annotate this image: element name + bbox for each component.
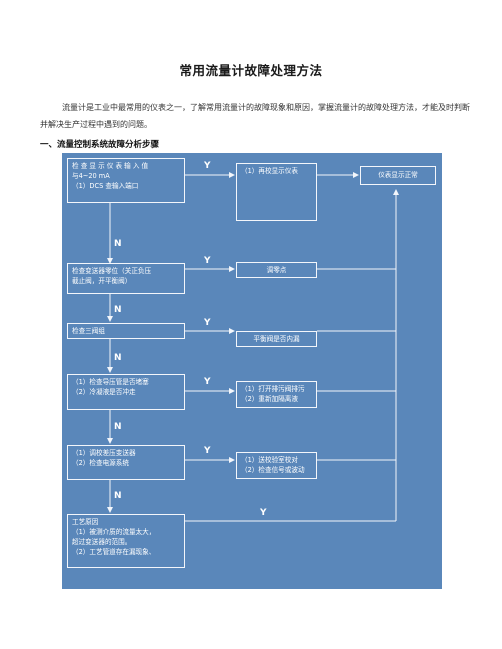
box-line: （2）工艺管道存在漏现象、 bbox=[72, 548, 156, 556]
box-line: （1）再校显示仪表 bbox=[241, 167, 298, 175]
left-box-3: 检查三阀组 bbox=[67, 323, 185, 339]
no-label: N bbox=[114, 491, 122, 501]
box-line: （1）送校验室校对 bbox=[241, 456, 298, 464]
box-line: 工艺原因 bbox=[72, 518, 99, 526]
box-line: 与4~20 mA bbox=[72, 172, 110, 180]
yes-label: Y bbox=[204, 161, 211, 171]
box-line: （1）打开排污阀排污 bbox=[241, 385, 305, 393]
no-label: N bbox=[114, 305, 122, 315]
left-box-6: 工艺原因 （1）被测介质的流量太大， 超过变送器的范围。 （2）工艺管道存在漏现… bbox=[67, 514, 185, 568]
box-line: 检 查 显 示 仪 表 输 入 值 bbox=[72, 162, 149, 170]
box-line: 检查变送器零位（关正负压 bbox=[72, 267, 152, 275]
box-line: 超过变送器的范围。 bbox=[72, 538, 132, 546]
box-line: （2）检查电源系统 bbox=[72, 459, 129, 467]
box-line: （2）重新加隔离液 bbox=[241, 395, 298, 403]
yes-label: Y bbox=[204, 318, 211, 328]
no-label: N bbox=[114, 353, 122, 363]
left-box-5: （1）调校差压变送器 （2）检查电源系统 bbox=[67, 445, 185, 480]
yes-label: Y bbox=[204, 256, 211, 266]
section-heading: 一、流量控制系统故障分析步骤 bbox=[40, 140, 160, 150]
right-box-1: （1）再校显示仪表 bbox=[236, 163, 317, 221]
fault-analysis-flowchart: 检 查 显 示 仪 表 输 入 值 与4~20 mA （1）DCS 查输入端口 … bbox=[62, 153, 442, 589]
box-line: 截止阀，开平衡阀） bbox=[72, 277, 132, 285]
left-box-1: 检 查 显 示 仪 表 输 入 值 与4~20 mA （1）DCS 查输入端口 bbox=[67, 158, 185, 203]
right-box-3: 平衡阀是否内漏 bbox=[236, 331, 317, 347]
result-box: 仪表显示正常 bbox=[360, 166, 436, 185]
right-box-4: （1）打开排污阀排污 （2）重新加隔离液 bbox=[236, 381, 317, 408]
yes-label: Y bbox=[204, 377, 211, 387]
box-line: （1）检查导压管是否堵塞 bbox=[72, 378, 149, 386]
box-line: （1）DCS 查输入端口 bbox=[72, 182, 139, 190]
box-line: 平衡阀是否内漏 bbox=[253, 335, 300, 343]
right-box-5: （1）送校验室校对 （2）检查信号或波动 bbox=[236, 452, 317, 479]
no-label: N bbox=[114, 422, 122, 432]
box-line: 仪表显示正常 bbox=[378, 171, 418, 179]
left-box-2: 检查变送器零位（关正负压 截止阀，开平衡阀） bbox=[67, 263, 185, 294]
right-box-2: 调零点 bbox=[236, 262, 317, 278]
intro-paragraph: 流量计是工业中最常用的仪表之一，了解常用流量计的故障现象和原因，掌握流量计的故障… bbox=[40, 103, 470, 129]
flowchart-connectors bbox=[107, 172, 399, 522]
yes-label: Y bbox=[260, 508, 267, 518]
no-label: N bbox=[114, 239, 122, 249]
page-title: 常用流量计故障处理方法 bbox=[179, 63, 323, 78]
box-line: （2）检查信号或波动 bbox=[241, 466, 305, 474]
yes-label: Y bbox=[204, 446, 211, 456]
box-line: 检查三阀组 bbox=[72, 327, 105, 335]
box-line: 调零点 bbox=[266, 266, 287, 274]
box-line: （2）冷凝液是否冲走 bbox=[72, 388, 136, 396]
box-line: （1）调校差压变送器 bbox=[72, 449, 136, 457]
box-line: （1）被测介质的流量太大， bbox=[72, 528, 156, 536]
left-box-4: （1）检查导压管是否堵塞 （2）冷凝液是否冲走 bbox=[67, 374, 185, 410]
